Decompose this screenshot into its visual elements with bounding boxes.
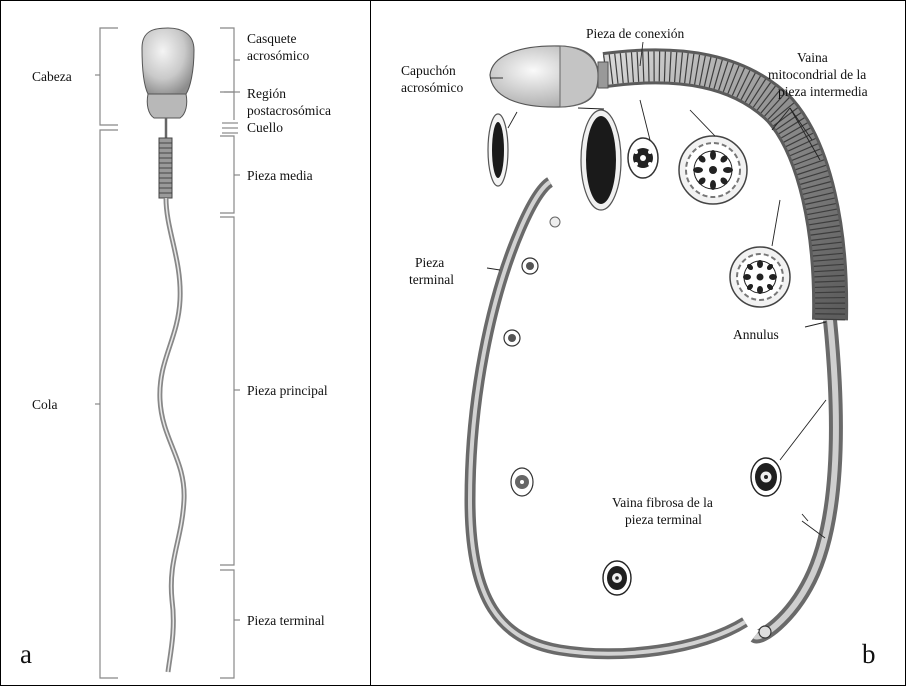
label-vaina-mito-line3: pieza intermedia [778, 84, 868, 99]
cross-section-principal-2 [603, 561, 631, 595]
label-capuchon-line1: Capuchón [401, 63, 456, 78]
label-pieza-terminal-b-line2: terminal [409, 272, 454, 287]
cross-section-midpiece-1 [679, 136, 747, 204]
sperm-head-b [490, 46, 608, 107]
cross-section-tip [550, 217, 560, 227]
label-vaina-mito-line2: mitocondrial de la [768, 67, 866, 82]
tail-tip-ring [759, 626, 771, 638]
label-vaina-mito-line1: Vaina [797, 50, 828, 65]
label-pieza-conexion: Pieza de conexión [586, 26, 684, 41]
cross-section-connecting [628, 138, 658, 178]
cross-section-principal-1 [511, 468, 533, 496]
cross-section-midpiece-2 [730, 247, 790, 307]
label-capuchon-line2: acrosómico [401, 80, 463, 95]
cross-section-end-1 [522, 258, 538, 274]
panel-letter-b: b [862, 640, 876, 668]
cross-section-end-2 [504, 330, 520, 346]
label-pieza-terminal-b-line1: Pieza [415, 255, 444, 270]
sperm-tail-loop-b [470, 182, 836, 654]
label-vaina-fibrosa-line2: pieza terminal [625, 512, 702, 527]
label-vaina-fibrosa-line1: Vaina fibrosa de la [612, 495, 713, 510]
cross-section-principal-3 [751, 458, 781, 496]
label-annulus: Annulus [733, 327, 779, 342]
